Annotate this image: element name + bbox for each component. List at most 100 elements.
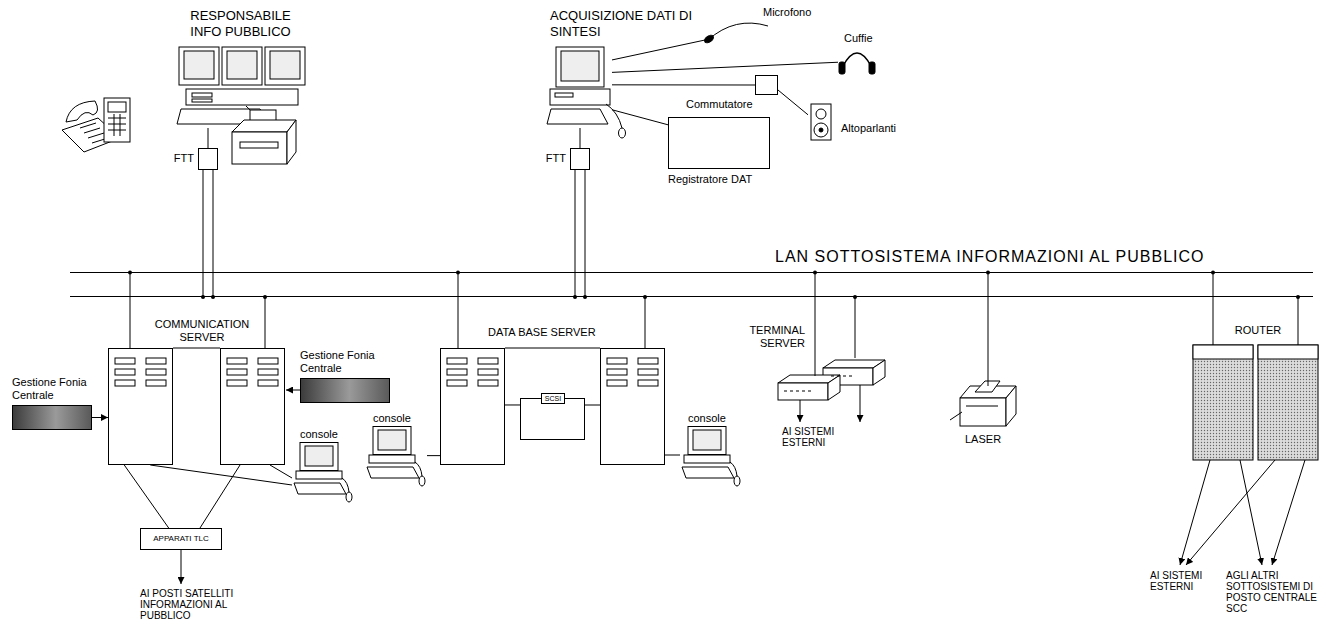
destination-label: AI SISTEMI ESTERNI	[1150, 570, 1216, 592]
workstation	[606, 104, 622, 128]
microphone	[703, 34, 715, 45]
node-label: Altoparlanti	[841, 122, 911, 135]
ftt-box: FTT	[198, 148, 218, 170]
node-label: RESPONSABILE INFO PUBBLICO	[173, 8, 308, 40]
headphones: Cuffie	[838, 32, 883, 74]
node-label: SCSI	[541, 393, 565, 404]
router: ROUTER	[1193, 345, 1318, 460]
workstation	[192, 93, 212, 97]
connector	[855, 297, 856, 358]
arrow	[1272, 460, 1305, 565]
workstation	[619, 128, 626, 138]
ftt-box: FTT	[570, 148, 590, 170]
node-label: console	[373, 412, 423, 425]
voice-unit: Gestione Fonia Centrale	[300, 378, 390, 403]
dat-recorder: Registratore DAT	[668, 117, 770, 169]
connector	[1213, 272, 1214, 345]
loudspeaker	[816, 109, 826, 119]
node-label: ACQUISIZIONE DATI DI SINTESI	[550, 8, 710, 40]
workstation	[556, 47, 604, 87]
loudspeaker: Altoparlanti	[808, 102, 908, 142]
arrow	[1240, 460, 1262, 565]
connector	[612, 84, 755, 85]
workstation: ACQUISIZIONE DATI DI SINTESI	[548, 45, 612, 128]
workstation	[177, 47, 305, 139]
loudspeaker	[811, 104, 831, 140]
destination-text: AGLI ALTRI SOTTOSISTEMI DI POSTO CENTRAL…	[1226, 570, 1323, 614]
laser-printer	[960, 398, 1006, 426]
connector	[92, 417, 108, 418]
server-tower	[441, 349, 505, 465]
telephone	[108, 102, 126, 112]
destination-label: AI POSTI SATELLITI INFORMAZIONI AL PUBBL…	[140, 588, 268, 621]
connector	[203, 170, 213, 297]
wire	[173, 297, 988, 528]
headphones	[839, 62, 845, 74]
node-label: Registratore DAT	[668, 173, 778, 186]
connector	[1298, 297, 1299, 345]
microphone	[703, 23, 768, 44]
connector	[612, 40, 705, 60]
connector	[988, 272, 989, 378]
router-box	[1193, 345, 1318, 460]
node-label: LAN SOTTOSISTEMA INFORMAZIONI AL PUBBLIC…	[775, 247, 1305, 266]
arrow	[181, 385, 1305, 584]
destination-text: AI SISTEMI ESTERNI	[1150, 570, 1216, 592]
laser-printer: LASER	[955, 378, 1020, 430]
connector	[427, 455, 440, 456]
box-label: APPARATI TLC	[149, 534, 213, 544]
terminal-server	[784, 376, 852, 391]
workstation	[222, 47, 262, 85]
connector	[208, 128, 209, 148]
terminal-server	[778, 360, 885, 400]
console-icon	[294, 427, 740, 503]
microphone: Microfono	[705, 5, 820, 45]
workstation	[179, 47, 219, 85]
connector	[612, 62, 838, 72]
console: console	[680, 412, 742, 492]
microphone	[708, 23, 768, 40]
server-tower	[221, 349, 285, 465]
console: console	[292, 428, 354, 503]
node-label: FTT	[540, 152, 566, 165]
node-label: Gestione Fonia Centrale	[12, 376, 102, 402]
arrow	[1186, 460, 1275, 565]
connector	[580, 128, 581, 148]
console-icon	[682, 427, 740, 487]
server-tower: DATA BASE SERVER	[440, 348, 505, 465]
arrow	[860, 385, 861, 422]
wire	[173, 297, 988, 528]
console: console	[365, 412, 427, 492]
disk-array: SCSI	[520, 398, 585, 440]
headphones	[843, 53, 871, 66]
workstation	[561, 51, 599, 81]
node-label: Microfono	[763, 6, 823, 19]
node-label: FTT	[168, 152, 194, 165]
node-label: ROUTER	[1228, 324, 1288, 337]
server-tower	[601, 349, 665, 465]
loudspeaker	[811, 104, 831, 140]
printer	[240, 142, 278, 148]
router-box	[1258, 345, 1318, 359]
telephone	[108, 114, 126, 136]
destination-label: AGLI ALTRI SOTTOSISTEMI DI POSTO CENTRAL…	[1226, 570, 1323, 614]
destination-text: AI SISTEMI ESTERNI	[782, 426, 846, 448]
node-label: DATA BASE SERVER	[488, 326, 628, 339]
workstation	[270, 51, 300, 79]
telephone	[104, 98, 130, 142]
junction-dot	[643, 295, 647, 299]
console-icon	[294, 443, 352, 503]
workstation	[186, 89, 298, 105]
console-icon	[367, 427, 425, 487]
node-label: Gestione Fonia Centrale	[300, 349, 392, 375]
telephone	[62, 98, 130, 152]
arrow	[800, 400, 801, 422]
node-label: COMMUNICATION SERVER	[152, 318, 252, 344]
workstation	[192, 99, 212, 102]
arrow	[181, 550, 182, 584]
connector	[505, 404, 520, 405]
connector	[778, 90, 808, 115]
lan-bus: LAN SOTTOSISTEMA INFORMAZIONI AL PUBBLIC…	[70, 272, 1313, 297]
node-label: TERMINAL SERVER	[731, 324, 805, 350]
connector	[458, 272, 459, 348]
